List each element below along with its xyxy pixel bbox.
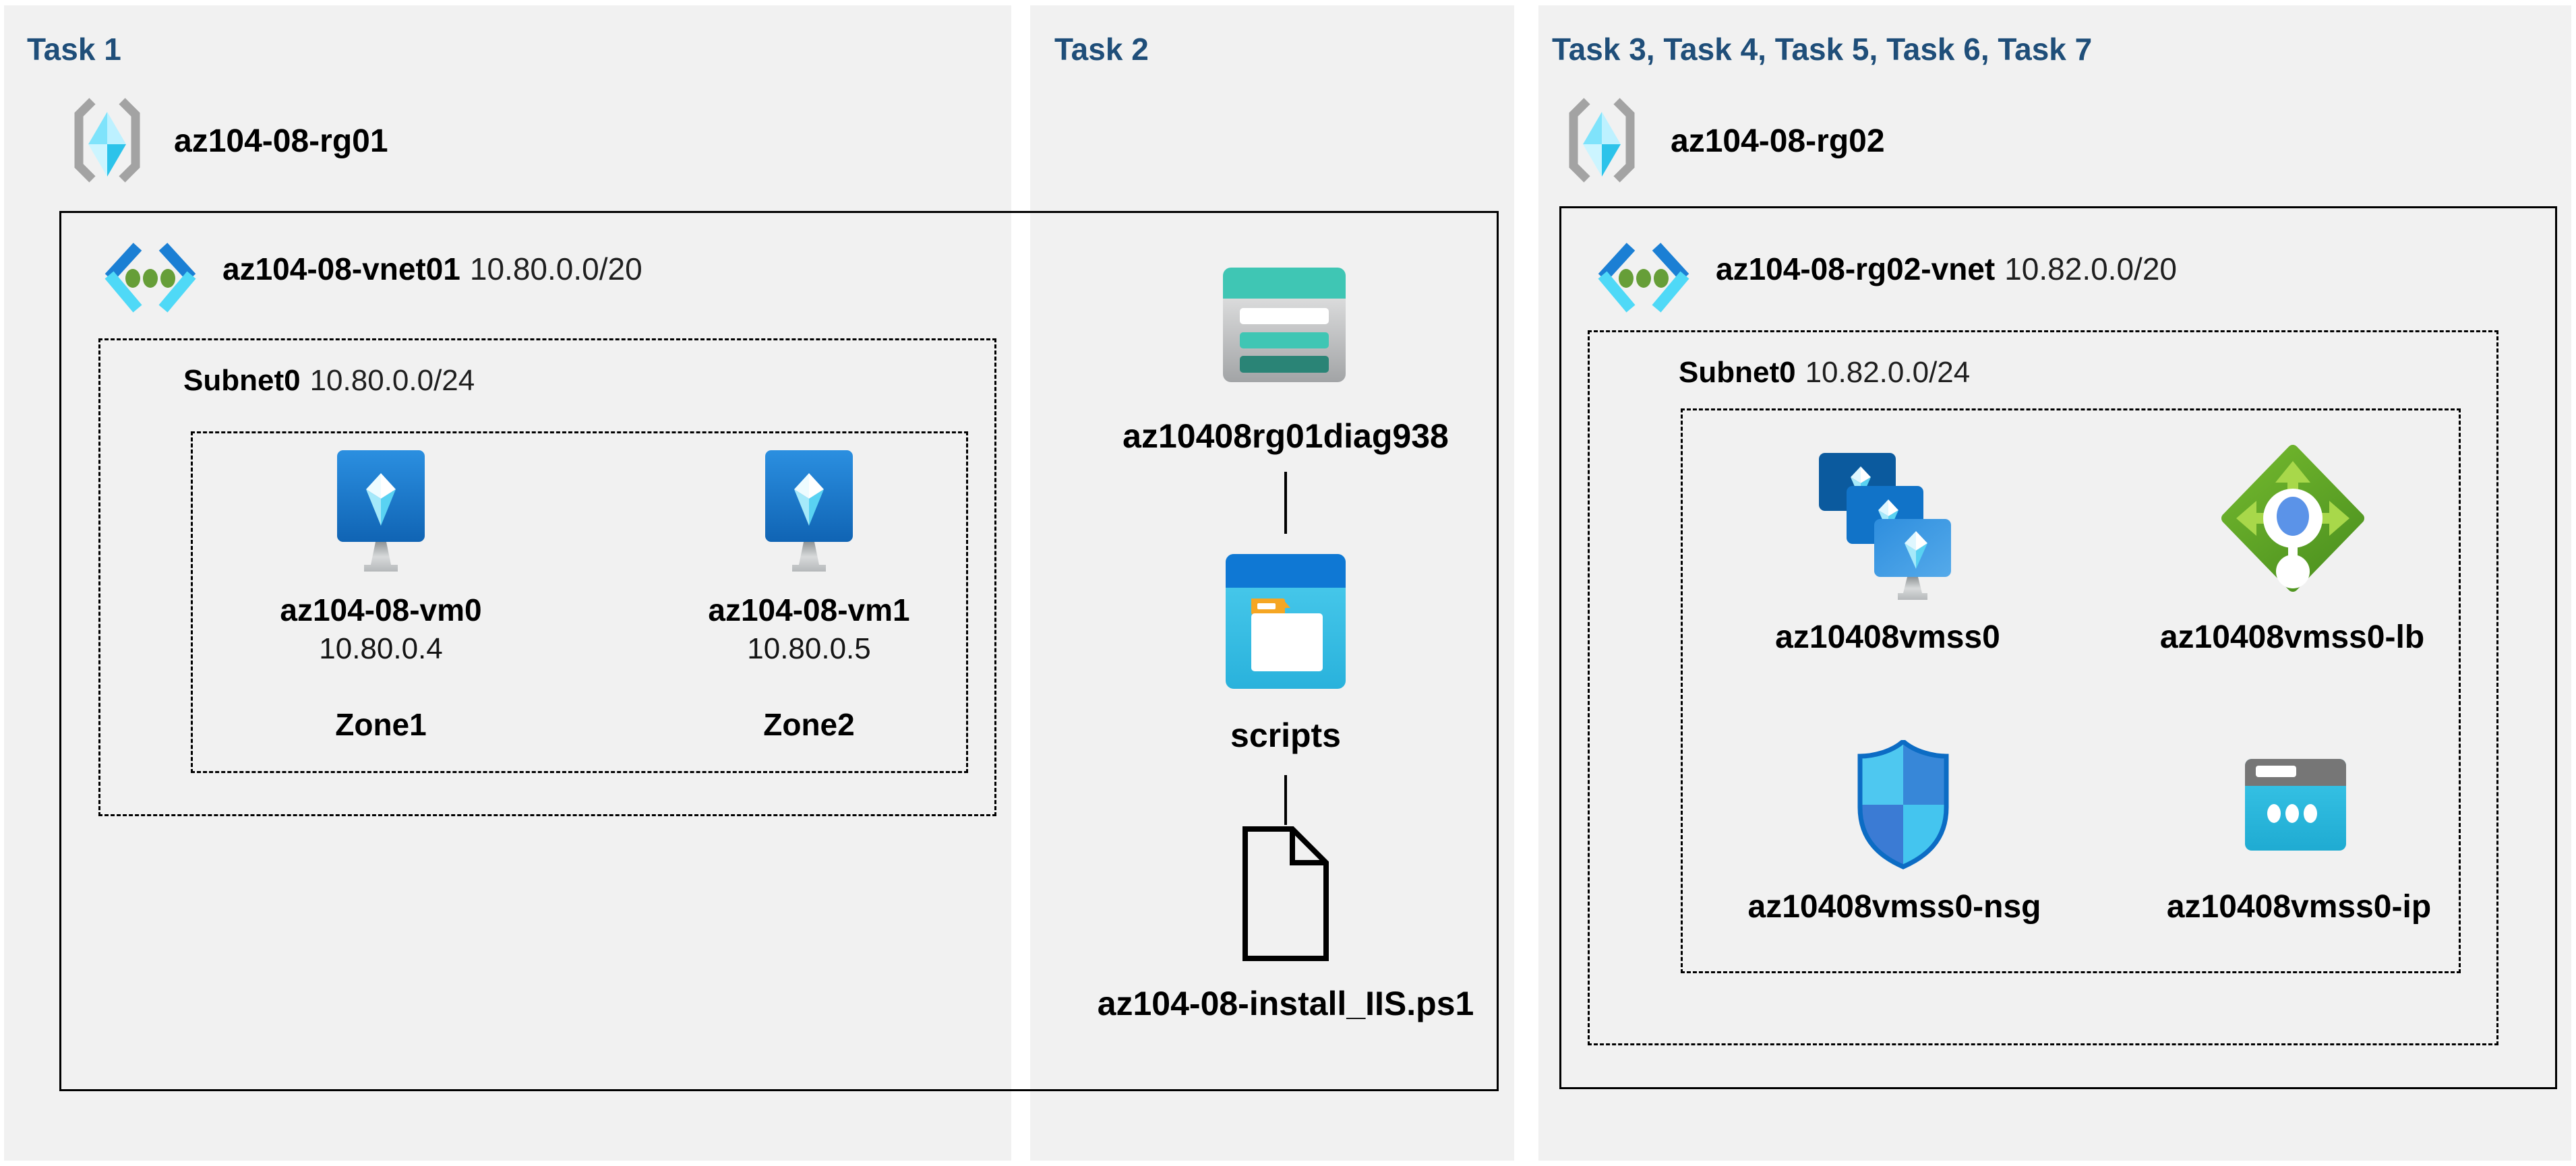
network-security-group-icon — [1857, 740, 1949, 869]
vm-zone: Zone2 — [763, 707, 855, 742]
task1-panel — [4, 5, 1011, 1161]
virtual-machine-icon — [765, 450, 853, 572]
vnet-cidr: 10.80.0.0/20 — [469, 251, 642, 286]
rg02-boundary-box — [1559, 206, 2557, 1089]
zones-box — [191, 431, 968, 773]
task3-7-title: Task 3, Task 4, Task 5, Task 6, Task 7 — [1552, 32, 2093, 67]
subnet0-cidr: 10.80.0.0/24 — [309, 364, 475, 397]
vm-ip: 10.80.0.4 — [319, 632, 443, 665]
nsg-name: az10408vmss0-nsg — [1747, 889, 2041, 925]
vnet-label: az104-08-vnet01 10.80.0.0/20 — [222, 251, 642, 287]
load-balancer-name: az10408vmss0-lb — [2159, 619, 2425, 655]
load-balancer-icon — [2221, 445, 2364, 592]
vm-name: az104-08-vm0 — [280, 592, 482, 627]
rg01-boundary-box — [59, 211, 1499, 1091]
script-file-icon — [1242, 826, 1329, 961]
blob-container-icon — [1226, 554, 1346, 689]
virtual-network-icon — [1598, 243, 1689, 313]
resource-group-name: az104-08-rg01 — [174, 123, 388, 159]
storage-account-name: az10408rg01diag938 — [1122, 417, 1449, 455]
public-ip-icon — [2245, 759, 2346, 851]
vm-name: az104-08-vm1 — [708, 592, 910, 627]
task2-title: Task 2 — [1054, 32, 1149, 67]
resource-group-icon — [74, 98, 140, 183]
vm-ip: 10.80.0.5 — [747, 632, 871, 665]
vnet-name: az104-08-rg02-vnet — [1716, 251, 1996, 286]
virtual-network-icon — [104, 243, 196, 313]
vnet-name: az104-08-vnet01 — [222, 251, 460, 286]
resource-group-name: az104-08-rg02 — [1671, 123, 1885, 159]
connector-scripts-file — [1284, 775, 1287, 825]
public-ip-name: az10408vmss0-ip — [2166, 889, 2432, 925]
connector-storage-scripts — [1284, 472, 1287, 534]
subnet0-name: Subnet0 — [183, 364, 301, 397]
vnet-cidr: 10.82.0.0/20 — [2004, 251, 2177, 286]
container-name: scripts — [1230, 716, 1341, 754]
vm-scale-set-icon — [1819, 453, 1951, 600]
task3-7-panel — [1538, 5, 2571, 1161]
vmss-name: az10408vmss0 — [1775, 619, 2000, 655]
vmss-resources-box — [1681, 408, 2461, 973]
subnet0-name: Subnet0 — [1679, 356, 1796, 389]
resource-group-icon — [1569, 98, 1635, 183]
virtual-machine-icon — [337, 450, 425, 572]
subnet0-cidr: 10.82.0.0/24 — [1805, 356, 1971, 389]
storage-account-icon — [1223, 268, 1346, 382]
vm-zone: Zone1 — [335, 707, 427, 742]
subnet0-label: Subnet0 10.82.0.0/24 — [1679, 356, 1970, 390]
script-file-name: az104-08-install_IIS.ps1 — [1097, 985, 1474, 1022]
subnet0-box — [1588, 330, 2498, 1045]
subnet0-box — [98, 338, 996, 816]
task1-title: Task 1 — [27, 32, 121, 67]
